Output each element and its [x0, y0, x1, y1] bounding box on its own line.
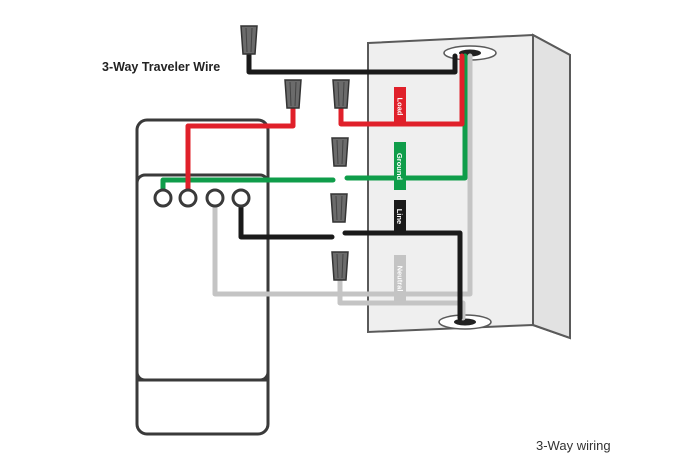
- line-tag-text: Line: [395, 208, 405, 224]
- wire-nut-neutral: [331, 251, 349, 281]
- line-wire-tag: Line: [394, 200, 406, 232]
- terminal-ground: [153, 188, 173, 208]
- neutral-wire: [212, 53, 473, 297]
- terminal-neutral: [205, 188, 225, 208]
- smart-switch-device: [135, 118, 270, 436]
- wire-nut-ground: [331, 137, 349, 167]
- terminal-load: [178, 188, 198, 208]
- neutral-tag-text: Neutral: [395, 265, 405, 291]
- switch-terminals: [153, 188, 251, 208]
- switch-body: [135, 173, 270, 382]
- terminal-line: [231, 188, 251, 208]
- load-tag-text: Load: [395, 97, 405, 115]
- wires: [160, 52, 473, 321]
- wire-nut-line: [330, 193, 348, 223]
- neutral-wire-tag: Neutral: [394, 255, 406, 301]
- footer-caption: 3-Way wiring: [536, 438, 611, 453]
- neutral-wire-lower: [337, 275, 466, 321]
- ground-tag-text: Ground: [395, 152, 405, 180]
- load-wire-tag: Load: [394, 87, 406, 125]
- wire-nut-traveler: [240, 25, 258, 55]
- box-bottom-hole: [454, 318, 476, 326]
- wire-nut-load-switch: [284, 79, 302, 109]
- wire-nuts: [240, 25, 350, 281]
- traveler-wire-label: 3-Way Traveler Wire: [102, 60, 221, 74]
- ground-wire-tag: Ground: [394, 142, 406, 190]
- load-wire-switch: [185, 105, 296, 199]
- wire-nut-load-box: [332, 79, 350, 109]
- box-side: [532, 33, 571, 340]
- traveler-wire: [246, 52, 458, 75]
- line-wire: [238, 194, 463, 321]
